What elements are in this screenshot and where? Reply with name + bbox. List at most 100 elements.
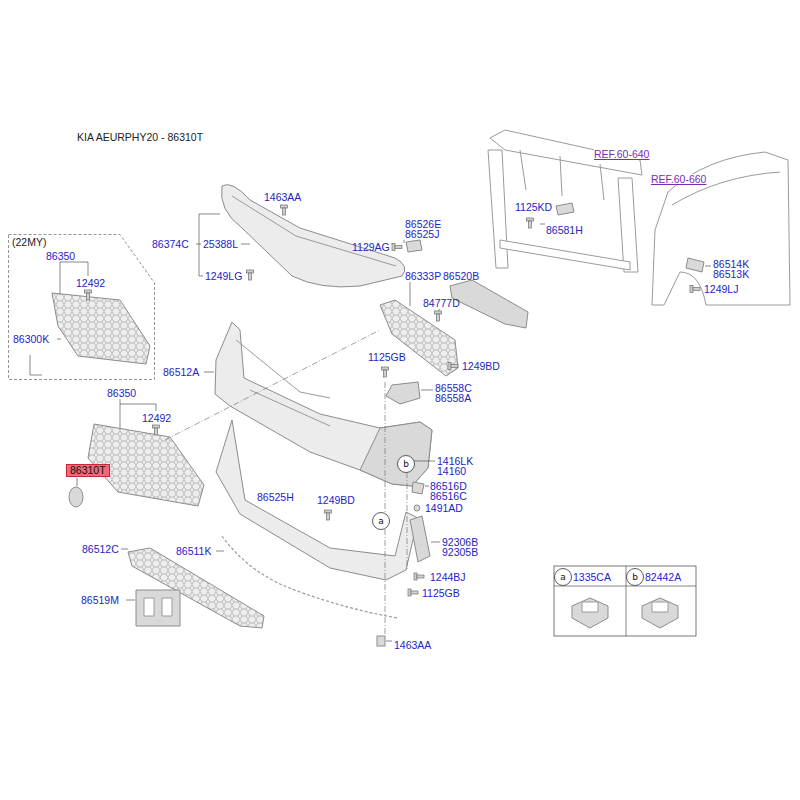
- radiator-support: [488, 150, 508, 268]
- center-line: [165, 330, 380, 440]
- part-number: 1129AG: [352, 242, 390, 252]
- part-number: 86519M: [81, 595, 119, 605]
- lower-grille: [144, 598, 172, 616]
- node-text: (22MY): [8, 234, 155, 248]
- fastener: [408, 589, 418, 596]
- part-number: 86350: [46, 251, 75, 261]
- radiator-support: [556, 203, 574, 215]
- fastener: [85, 290, 92, 300]
- part-number: 86558A: [435, 393, 471, 403]
- leader-line: [241, 244, 250, 245]
- bracket: [406, 240, 422, 252]
- radiator-support: [520, 150, 604, 200]
- part-number: 86558C: [435, 383, 472, 393]
- clip-table: [642, 598, 678, 628]
- circle-outline: [555, 569, 572, 586]
- part-number: 86300K: [13, 334, 49, 344]
- front-fender: [686, 258, 704, 272]
- circle-outline: [398, 456, 415, 473]
- part-number: 86526E: [405, 219, 441, 229]
- bracket: [380, 240, 528, 404]
- circle-outline: [627, 569, 644, 586]
- lower-bumper: [216, 420, 418, 580]
- part-number: 86350: [107, 388, 136, 398]
- part-number: 1416LK: [437, 456, 473, 466]
- part-number: 14160: [437, 466, 466, 476]
- radiator-grille: [69, 487, 83, 507]
- leader-line: [431, 542, 440, 543]
- reference-link: REF.60-660: [651, 174, 706, 184]
- fastener: [448, 363, 458, 370]
- leader-line: [413, 461, 435, 462]
- part-number: 1125GB: [422, 588, 460, 598]
- clip-table: [582, 602, 598, 612]
- bumper-cover: [236, 340, 330, 426]
- lower-grille: [222, 536, 398, 618]
- part-number: 1125GB: [368, 352, 406, 362]
- leader-line: [126, 600, 135, 601]
- leader-line: [121, 549, 128, 550]
- reference-link: REF.60-640: [594, 149, 649, 159]
- center-line: [385, 382, 386, 634]
- clip-table: [554, 566, 696, 636]
- highlighted-part-tag: 86310T: [66, 464, 110, 477]
- upper-cover: [232, 196, 396, 266]
- page-title: KIA AEURPHY20 - 86310T: [77, 132, 203, 143]
- part-number: 1249LJ: [704, 284, 738, 294]
- variant-grille: [30, 355, 42, 375]
- bracket: [386, 382, 420, 404]
- bumper-cover: [215, 322, 432, 486]
- part-number: 1463AA: [394, 640, 431, 650]
- front-fender: [652, 152, 790, 305]
- upper-cover: [221, 185, 404, 287]
- part-number: 86374C: [152, 239, 189, 249]
- small-parts: [377, 636, 385, 646]
- part-number: 86516D: [430, 481, 467, 491]
- fastener: [435, 311, 442, 321]
- leader-line: [421, 390, 433, 391]
- leader-line: [410, 282, 411, 306]
- part-number: 1244BJ: [430, 572, 466, 582]
- node-text: a: [372, 512, 390, 530]
- front-fender: [652, 152, 790, 305]
- bracket: [450, 280, 528, 328]
- region-outline: [8, 234, 155, 380]
- lower-grille: [136, 590, 180, 626]
- node-text: 86310T: [67, 465, 109, 476]
- part-number: 86513K: [713, 269, 749, 279]
- part-number: 12492: [76, 278, 105, 288]
- part-number: 92305B: [442, 547, 478, 557]
- circle-marker: b: [397, 455, 415, 473]
- small-parts: [414, 505, 420, 511]
- lower-bumper: [216, 420, 418, 580]
- fastener: [382, 367, 389, 377]
- bumper-cover: [215, 322, 432, 486]
- part-number: 1335CA: [573, 572, 611, 582]
- clip-table: [554, 566, 696, 636]
- part-number: 1249BD: [462, 361, 500, 371]
- circle-marker: a: [372, 512, 390, 530]
- part-number: 84777D: [423, 298, 460, 308]
- part-number: 86512A: [163, 367, 199, 377]
- small-parts: [412, 482, 424, 494]
- clip-table: [554, 566, 696, 636]
- clip-table: [572, 598, 608, 628]
- part-number: 86581H: [546, 225, 583, 235]
- bracket: [380, 300, 458, 376]
- upper-cover: [221, 185, 404, 287]
- part-number: 25388L: [203, 239, 238, 249]
- part-number: 92306B: [442, 537, 478, 547]
- part-number: 86511K: [176, 546, 211, 556]
- leader-line: [705, 266, 711, 267]
- leader-line: [77, 478, 78, 486]
- node-text: b: [397, 455, 415, 473]
- circle-outline: [373, 513, 390, 530]
- part-number: 1491AD: [425, 503, 463, 513]
- leader-line: [216, 551, 224, 552]
- center-line: [165, 330, 407, 634]
- fastener: [153, 425, 160, 435]
